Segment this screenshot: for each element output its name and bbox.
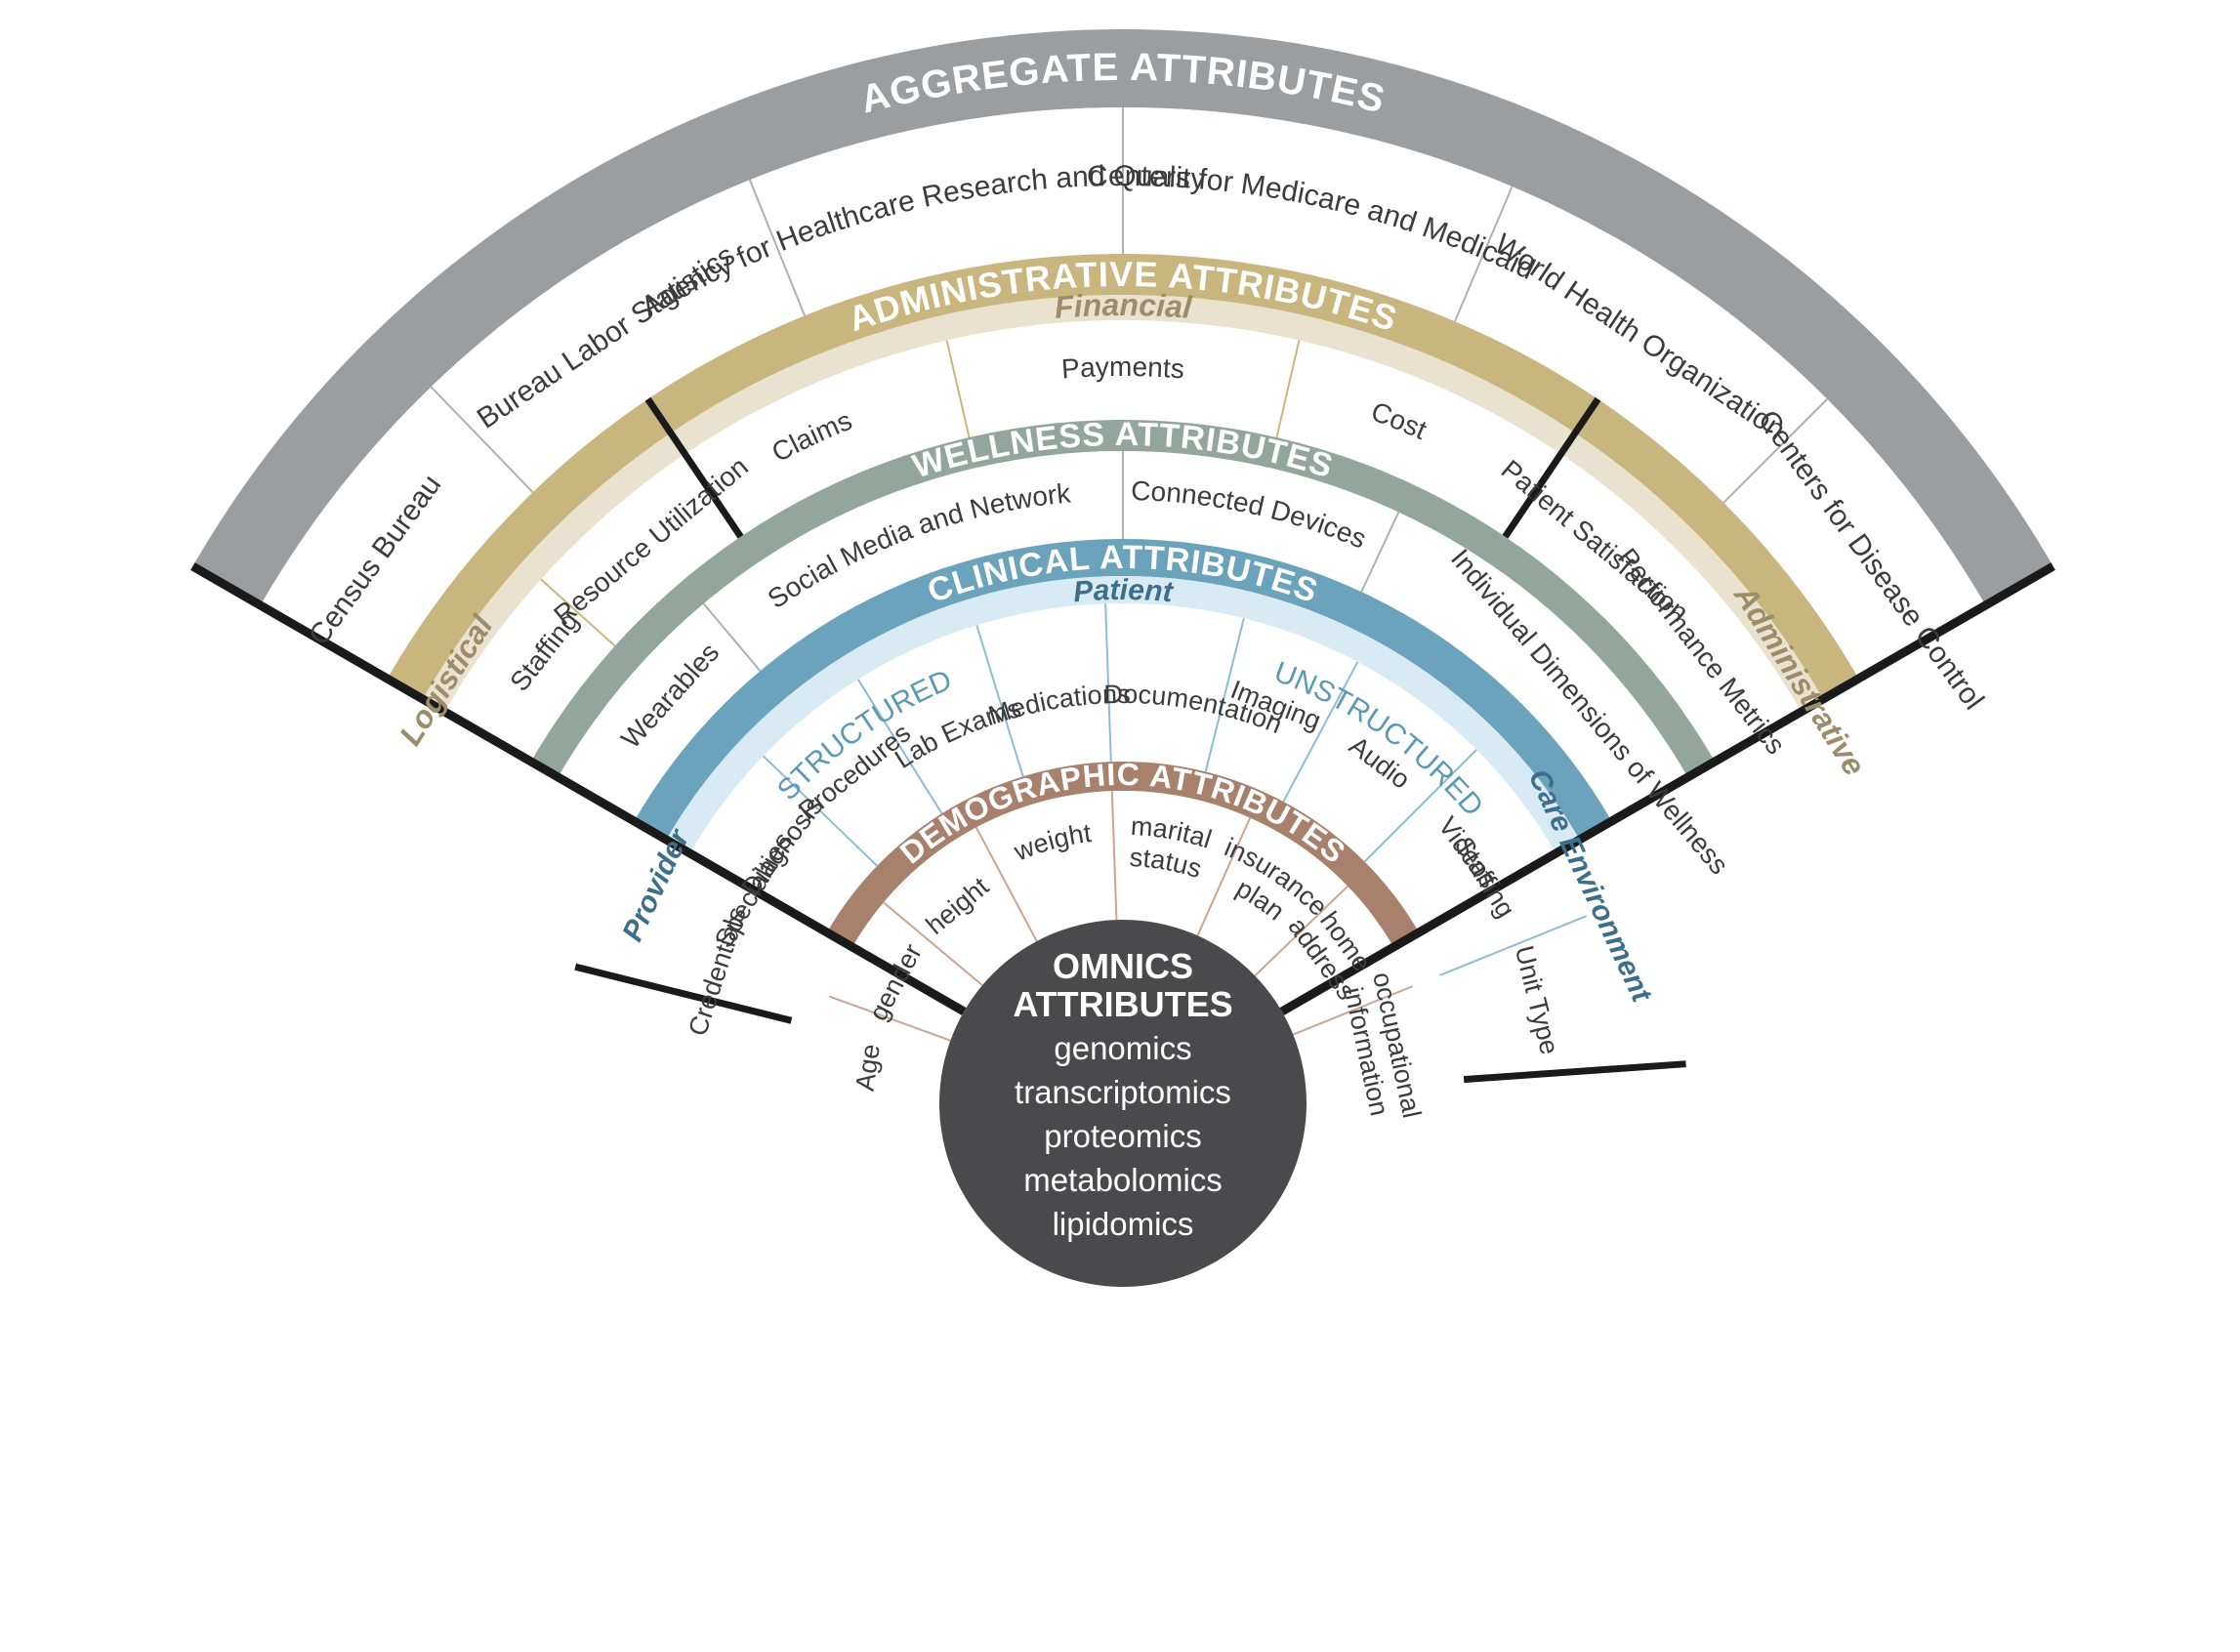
provider-label: Provider (616, 823, 696, 946)
aggregate-inner-ring (260, 107, 1986, 679)
demographic-band (826, 762, 1420, 947)
aggregate-separator (1722, 398, 1828, 504)
financial-item-payments: Payments (1060, 351, 1185, 385)
administrative-separator (540, 578, 616, 647)
clinical-separator (1439, 915, 1588, 976)
clinical-separator (763, 755, 878, 867)
clinical-separator (1204, 617, 1245, 772)
administrative-band (387, 254, 1859, 699)
demographic-item-age: Age (850, 1042, 885, 1093)
demographic-separator (883, 901, 983, 986)
core-item: lipidomics (1053, 1206, 1194, 1242)
omnics-core: OMNICS ATTRIBUTES genomics transcriptomi… (939, 920, 1307, 1287)
demographic-separator (1254, 885, 1348, 977)
clinical-separator (1104, 603, 1112, 763)
rainbow-bands (192, 29, 2053, 1012)
wellness-separator (1360, 512, 1400, 593)
administrative-subband (422, 295, 1824, 712)
financial-administrative-divider (1502, 396, 1601, 539)
wellness-separator (702, 602, 762, 672)
aggregate-separator (430, 386, 534, 493)
administrative-separator (945, 340, 971, 438)
demographic-separator (1110, 791, 1118, 921)
care-item-unit-type: Unit Type (1510, 943, 1565, 1057)
clinical-separator (856, 679, 943, 814)
clinical-separator (975, 625, 1024, 777)
demographic-separator (1292, 985, 1414, 1036)
demographic-separator (975, 826, 1038, 942)
aggregate-band (192, 29, 2053, 605)
wellness-inner-ring (558, 451, 1688, 821)
core-item: transcriptomics (1015, 1074, 1231, 1110)
administrative-inner-ring (444, 320, 1802, 762)
provider-patient-divider (574, 963, 793, 1024)
right-edge-divider (1279, 562, 2055, 1015)
divider-lines (190, 107, 2055, 1084)
left-edge-divider (190, 562, 967, 1015)
omnics-core-circle (939, 920, 1307, 1287)
clinical-separator (1363, 749, 1477, 863)
core-item: proteomics (1044, 1118, 1201, 1154)
financial-label: Financial (1054, 287, 1194, 325)
wellness-band (530, 420, 1716, 777)
aggregate-separator (748, 179, 807, 316)
aggregate-separator (1454, 186, 1514, 322)
core-item: genomics (1054, 1030, 1191, 1066)
core-item: metabolomics (1023, 1162, 1223, 1198)
demographic-inner-ring (851, 791, 1394, 1012)
core-title-line2: ATTRIBUTES (1013, 984, 1232, 1024)
patient-care-divider (1463, 1060, 1686, 1084)
logistical-financial-divider (644, 396, 744, 539)
core-title-line1: OMNICS (1053, 946, 1193, 986)
clinical-band (634, 539, 1612, 840)
clinical-subband (666, 576, 1580, 853)
demographic-separator (828, 995, 951, 1042)
patient-label: Patient (1072, 574, 1176, 609)
clinical-inner-ring (689, 603, 1556, 932)
demographic-separator (1196, 817, 1252, 936)
administrative-separator (1275, 340, 1301, 438)
clinical-separator (1282, 661, 1359, 803)
